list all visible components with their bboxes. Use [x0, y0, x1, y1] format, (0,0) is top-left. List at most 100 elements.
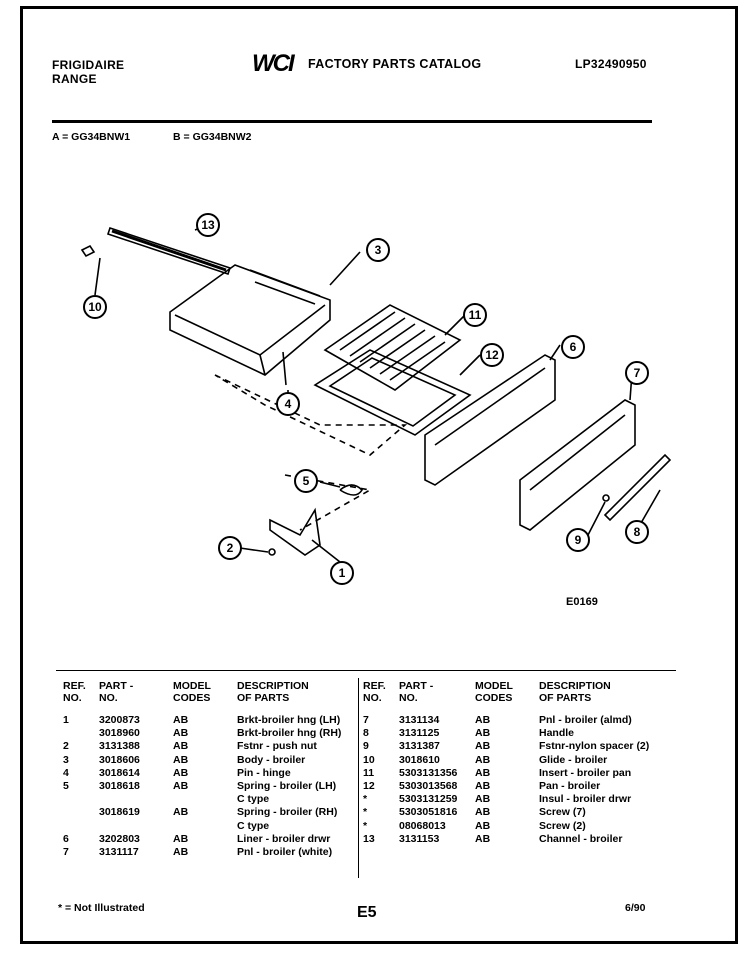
spring-part: [339, 484, 364, 496]
callout-12: 12: [480, 343, 504, 367]
page-number: E5: [357, 904, 377, 921]
cell-part: [96, 793, 170, 806]
cell-desc: Brkt-broiler hng (RH): [237, 727, 342, 740]
svg-text:2: 2: [227, 541, 234, 555]
broiler-insert-part: [323, 304, 462, 391]
svg-text:5: 5: [303, 474, 310, 488]
header-rule: [52, 120, 652, 123]
brand-block: FRIGIDAIRE RANGE: [52, 58, 124, 86]
cell-model: AB: [173, 753, 189, 766]
cell-ref: 4: [63, 766, 69, 779]
model-b: B = GG34BNW2: [173, 131, 252, 143]
callout-10: 10: [83, 295, 107, 319]
model-legend: A = GG34BNW1 B = GG34BNW2: [52, 131, 292, 143]
cell-ref: [60, 727, 96, 740]
cell-desc: Spring - broiler (LH): [237, 780, 337, 793]
cell-desc: Pnl - broiler (almd): [539, 714, 632, 726]
cell-part: 08068013: [399, 819, 446, 832]
cell-model: [170, 820, 234, 833]
cell-desc: Pan - broiler: [539, 780, 601, 793]
cell-model: AB: [173, 780, 189, 793]
diagram-callouts: 13 10 3 4 11 12 6 7 5 2 1 9 8: [83, 213, 649, 585]
cell-ref: 11: [363, 766, 375, 779]
cell-part: 3131387: [399, 740, 440, 753]
callout-2: 2: [218, 536, 242, 560]
cell-part: 3018619: [99, 806, 140, 819]
cell-ref: [60, 793, 96, 806]
revision-date: 6/90: [625, 902, 646, 914]
cell-model: AB: [173, 714, 189, 726]
cell-desc: Channel - broiler: [539, 832, 623, 845]
broiler-pan-part: [313, 349, 472, 436]
pin-part: [282, 351, 287, 386]
table-column-divider: [358, 678, 359, 878]
cell-part: 3018960: [99, 727, 140, 740]
cell-desc: Body - broiler: [237, 753, 306, 766]
cell-model: AB: [173, 766, 189, 779]
cell-ref: 6: [63, 832, 69, 845]
svg-text:8: 8: [634, 525, 641, 539]
cell-ref: 2: [63, 740, 69, 753]
svg-text:11: 11: [469, 308, 482, 322]
cell-part: 3018610: [399, 753, 440, 766]
cell-desc: Pin - hinge: [237, 766, 291, 779]
cell-ref: 8: [363, 727, 369, 740]
cell-ref: *: [363, 793, 368, 806]
cell-desc: Fstnr-nylon spacer (2): [539, 740, 650, 753]
spacer-part: [602, 494, 610, 502]
svg-text:13: 13: [201, 218, 215, 232]
cell-model: AB: [475, 740, 491, 753]
product-type: RANGE: [52, 72, 97, 86]
catalog-page: [20, 6, 738, 944]
cell-part: 3018606: [99, 753, 140, 766]
table-row: 3 3018606 AB Body - broiler: [60, 754, 344, 767]
callout-7: 7: [625, 361, 649, 385]
callout-8: 8: [625, 520, 649, 544]
cell-desc: Pnl - broiler (white): [237, 846, 333, 859]
cell-ref: 9: [363, 740, 369, 753]
cell-desc: Fstnr - push nut: [237, 740, 317, 753]
cell-part: 3018618: [99, 780, 140, 793]
callout-4: 4: [276, 392, 300, 416]
push-nut-part: [268, 548, 276, 556]
liner-part: [424, 354, 556, 486]
cell-ref: [60, 820, 96, 833]
cell-model: AB: [475, 806, 491, 819]
glide-part: [80, 244, 96, 258]
svg-text:6: 6: [570, 340, 577, 354]
col-ref: REF.NO.: [63, 680, 86, 704]
tray-outline: [214, 374, 408, 456]
cell-ref: 3: [63, 753, 69, 766]
cell-part: 3131134: [399, 714, 440, 726]
wci-logo: WCI: [252, 50, 295, 77]
cell-model: AB: [475, 793, 491, 806]
table-row: 9 3131387 AB Fstnr-nylon spacer (2): [360, 740, 652, 753]
cell-desc: Brkt-broiler hng (LH): [237, 714, 341, 726]
cell-part: 3202803: [99, 832, 140, 845]
cell-part: 5303051816: [399, 806, 458, 819]
cell-model: AB: [173, 832, 189, 845]
table-row: 5 3018618 AB Spring - broiler (LH): [60, 780, 344, 793]
cell-desc: C type: [237, 793, 270, 806]
brand-name: FRIGIDAIRE: [52, 58, 125, 72]
cell-ref: [60, 806, 96, 819]
cell-ref: 5: [63, 780, 69, 793]
cell-desc: Insul - broiler drwr: [539, 793, 632, 806]
cell-ref: 7: [63, 846, 69, 859]
diagram-code: E0169: [566, 596, 598, 608]
svg-text:12: 12: [485, 348, 499, 362]
